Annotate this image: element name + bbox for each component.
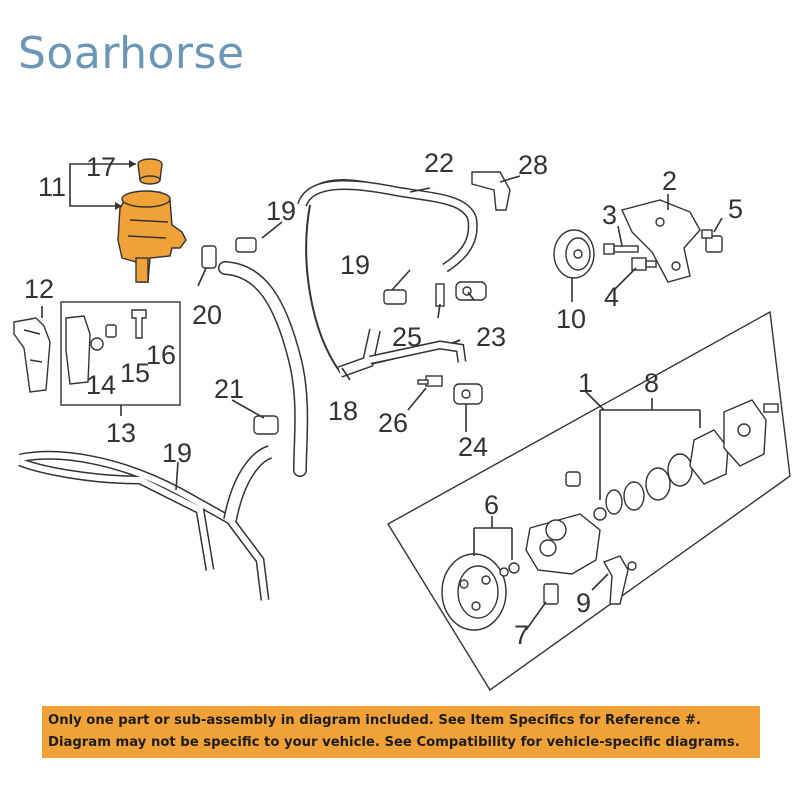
part-26-bolt[interactable] <box>435 283 445 307</box>
callout-12: 12 <box>24 274 54 304</box>
part-11-reservoir[interactable] <box>117 190 187 283</box>
leader-11 <box>69 186 122 207</box>
callout-4: 4 <box>604 282 619 312</box>
callout-23: 22 <box>424 148 454 178</box>
part-2-bracket[interactable] <box>621 199 701 283</box>
part-19-clamp-a[interactable] <box>235 237 257 253</box>
callout-17: 17 <box>86 152 116 182</box>
part-13-components[interactable] <box>65 309 147 385</box>
callout-2: 2 <box>662 166 677 196</box>
callout-11: 11 <box>38 172 66 202</box>
brand-logo-text: Soarhorse <box>18 28 245 79</box>
line-23-pressure[interactable] <box>297 180 478 365</box>
pump-assembly-frame <box>387 310 791 692</box>
part-28-bracket[interactable] <box>471 171 511 211</box>
callout-6: 6 <box>484 490 499 520</box>
part-8-seal-kit[interactable] <box>593 399 779 521</box>
callout-25: 24 <box>458 432 488 462</box>
callout-19-a: 19 <box>266 196 296 226</box>
part-10-pulley[interactable] <box>553 229 595 279</box>
part-19-clamp-b[interactable] <box>383 289 407 305</box>
callout-15: 15 <box>120 358 150 388</box>
callout-22: 21 <box>214 374 244 404</box>
part-3-bolt[interactable] <box>603 243 639 255</box>
callout-10: 10 <box>556 304 586 334</box>
part-25-bracket[interactable] <box>453 383 483 405</box>
part-4-bolt[interactable] <box>631 257 657 271</box>
callout-9: 9 <box>576 588 591 618</box>
callout-13: 13 <box>106 418 136 448</box>
disclaimer-line-2: Diagram may not be specific to your vehi… <box>48 735 740 750</box>
callout-8: 8 <box>644 368 659 398</box>
disclaimer-line-1: Only one part or sub-assembly in diagram… <box>48 713 701 728</box>
callout-1: 1 <box>578 368 593 398</box>
leader-17 <box>69 163 136 186</box>
callout-18: 18 <box>328 396 358 426</box>
callout-24: 23 <box>476 322 506 352</box>
part-22-clip[interactable] <box>253 415 279 435</box>
callout-leaders <box>175 175 723 631</box>
callout-28: 28 <box>518 150 548 180</box>
callout-26: 25 <box>392 322 422 352</box>
disclaimer-banner: Only one part or sub-assembly in diagram… <box>42 706 760 758</box>
callout-27: 26 <box>378 408 408 438</box>
callout-7: 7 <box>514 620 529 650</box>
callout-21: 20 <box>192 300 222 330</box>
part-21-clamp[interactable] <box>201 245 217 269</box>
callout-16: 16 <box>146 340 176 370</box>
part-27-bolt[interactable] <box>417 375 443 387</box>
callout-14: 14 <box>86 370 116 400</box>
callout-20: 19 <box>162 438 192 468</box>
callout-19-b: 19 <box>340 250 370 280</box>
line-20-cooler[interactable] <box>18 445 273 601</box>
callout-3: 3 <box>602 200 617 230</box>
callout-labels: 17 11 12 16 15 14 13 19 20 21 19 18 22 2… <box>24 148 743 650</box>
callout-5: 5 <box>728 194 743 224</box>
part-12-bracket[interactable] <box>13 317 51 393</box>
part-1-pump[interactable] <box>441 471 637 631</box>
part-5-bolt[interactable] <box>701 229 723 253</box>
part-17-cap[interactable] <box>137 158 163 185</box>
